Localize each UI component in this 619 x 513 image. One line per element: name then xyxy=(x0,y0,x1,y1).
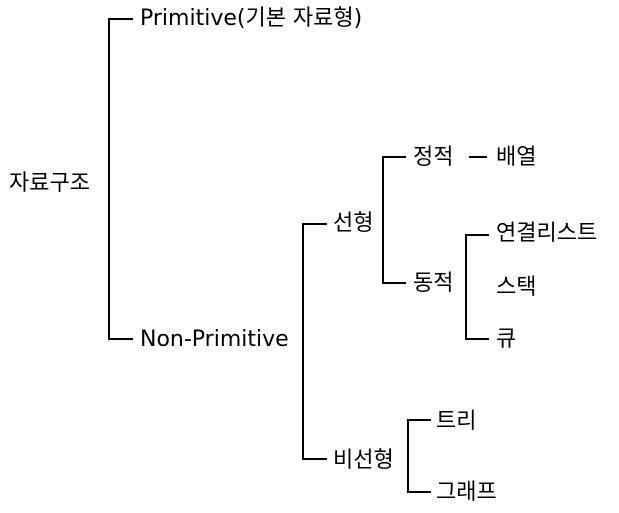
root-label: 자료구조 xyxy=(9,171,90,196)
dynamic-bracket xyxy=(465,234,489,340)
tree-label: 트리 xyxy=(436,409,477,434)
queue-label: 큐 xyxy=(496,327,517,352)
linear-bracket xyxy=(382,156,406,284)
linear-label: 선형 xyxy=(333,211,374,236)
nonlinear-label: 비선형 xyxy=(333,448,394,473)
non-primitive-label: Non-Primitive xyxy=(140,327,289,352)
graph-label: 그래프 xyxy=(436,480,497,505)
root-bracket xyxy=(108,18,133,340)
primitive-label: Primitive(기본 자료형) xyxy=(140,6,363,31)
non-primitive-bracket xyxy=(302,223,327,460)
linked-list-label: 연결리스트 xyxy=(496,221,598,246)
static-label: 정적 xyxy=(413,145,454,170)
nonlinear-bracket xyxy=(407,419,431,493)
dynamic-label: 동적 xyxy=(413,271,454,296)
array-label: 배열 xyxy=(496,145,537,170)
stack-label: 스택 xyxy=(496,275,537,300)
